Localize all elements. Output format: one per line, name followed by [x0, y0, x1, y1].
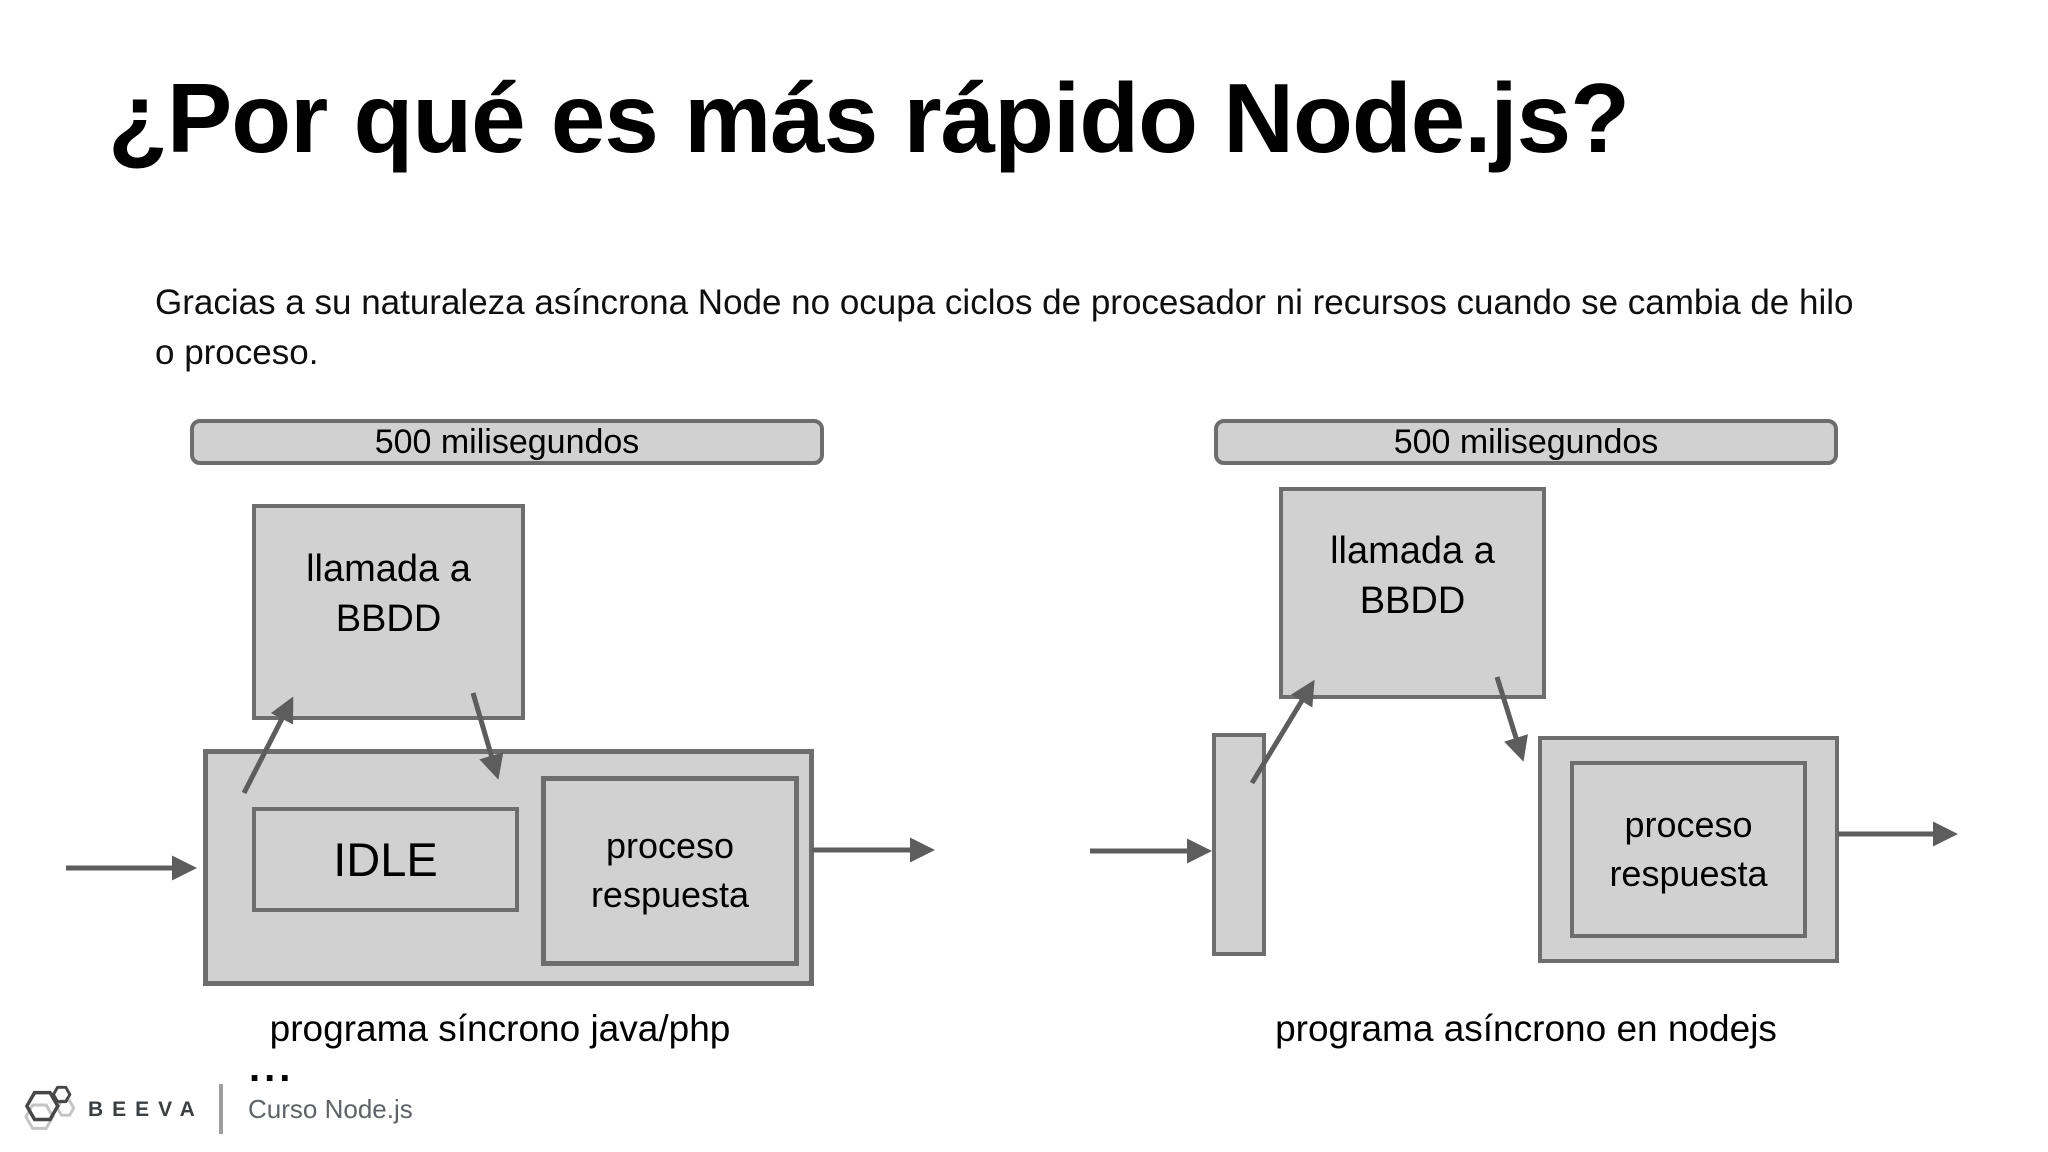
slide-body-paragraph: Gracias a su naturaleza asíncrona Node n… [155, 283, 1854, 373]
footer-course-label: Curso Node.js [248, 1094, 413, 1124]
footer-bar: BEEVA Curso Node.js [0, 1074, 500, 1144]
left-response-process-label: proceso respuesta [590, 825, 750, 915]
left-db-call-box: llamada a BBDD [252, 504, 525, 720]
slide-title: ¿Por qué es más rápido Node.js? [108, 63, 1630, 173]
right-response-process-outer-box: proceso respuesta [1538, 736, 1839, 963]
right-duration-label: 500 milisegundos [1393, 422, 1659, 461]
right-db-call-box: llamada a BBDD [1279, 487, 1546, 699]
left-diagram-ellipsis: ... [249, 1046, 295, 1090]
left-diagram-caption: programa síncrono java/php [269, 1008, 731, 1049]
right-response-process-label: proceso respuesta [1609, 803, 1768, 894]
right-duration-bar: 500 milisegundos [1214, 419, 1838, 465]
beeva-logo-icon [24, 1085, 76, 1130]
right-thread-slice-box [1212, 733, 1266, 956]
left-db-call-label: llamada a BBDD [306, 547, 471, 640]
left-response-process-box: proceso respuesta [541, 776, 799, 966]
right-response-process-inner-box: proceso respuesta [1570, 761, 1807, 938]
left-idle-label: IDLE [333, 833, 438, 886]
footer-divider [219, 1084, 223, 1134]
right-diagram-caption: programa asíncrono en nodejs [1275, 1008, 1777, 1049]
left-idle-box: IDLE [252, 807, 519, 912]
right-db-call-label: llamada a BBDD [1330, 529, 1495, 622]
left-duration-label: 500 milisegundos [374, 422, 640, 461]
beeva-brand-text: BEEVA [88, 1098, 204, 1121]
left-duration-bar: 500 milisegundos [190, 419, 824, 465]
